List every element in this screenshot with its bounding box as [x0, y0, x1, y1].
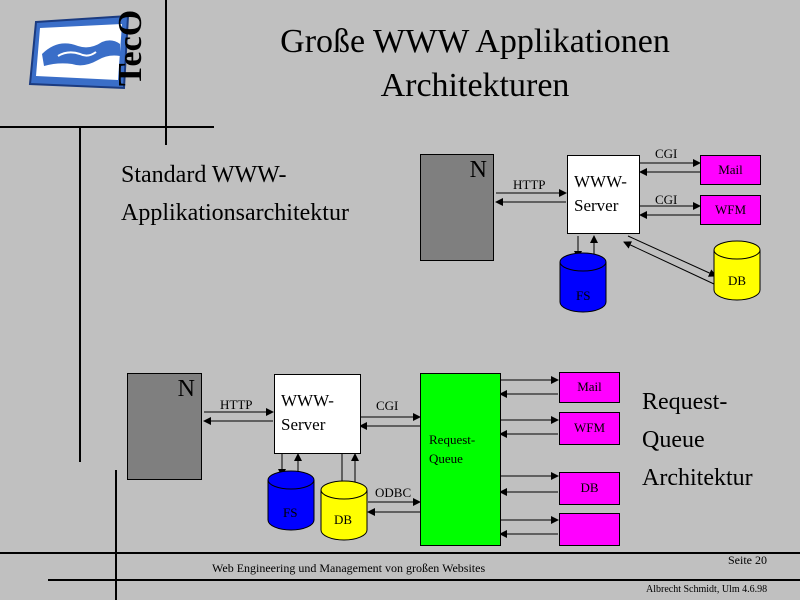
bottom-heading-line-2: Queue — [642, 427, 705, 453]
title-line-2: Architekturen — [380, 67, 570, 104]
bottom-db-box-label: DB — [580, 480, 599, 495]
top-server-line-2: Server — [574, 196, 619, 215]
top-cgi-label-2: CGI — [655, 192, 678, 207]
bottom-server-line-2: Server — [281, 415, 326, 434]
bottom-odbc-label: ODBC — [375, 485, 412, 500]
top-mail-label: Mail — [718, 162, 743, 177]
top-cgi-label-1: CGI — [655, 146, 678, 161]
top-http-label: HTTP — [513, 177, 546, 192]
page-label: Seite 20 — [728, 553, 767, 567]
bottom-fs-cylinder — [267, 470, 315, 531]
top-client-label: N — [469, 157, 487, 183]
queue-line-2: Queue — [429, 451, 463, 466]
top-db-label: DB — [728, 273, 747, 288]
footer-text: Web Engineering und Management von große… — [212, 561, 486, 575]
bottom-cgi-label: CGI — [376, 398, 399, 413]
bottom-diagram-heading: Request- Queue Architektur — [642, 383, 792, 497]
top-client-box: N — [420, 154, 494, 261]
top-mail-box: Mail — [700, 155, 761, 185]
bottom-fs-label: FS — [283, 505, 298, 520]
request-queue-box: Request- Queue — [420, 373, 501, 546]
teco-logo — [28, 14, 158, 90]
bottom-db-label: DB — [334, 512, 353, 527]
handshake-icon — [28, 14, 130, 90]
bottom-server-box: WWW- Server — [274, 374, 361, 454]
queue-line-1: Request- — [429, 432, 476, 447]
bottom-mail-box: Mail — [559, 372, 620, 403]
bottom-http-label: HTTP — [220, 397, 253, 412]
top-server-line-1: WWW- — [574, 172, 627, 191]
top-fs-cylinder — [559, 252, 607, 313]
top-fs-label: FS — [576, 288, 591, 303]
bottom-db-cylinder — [320, 480, 368, 541]
bottom-client-label: N — [177, 376, 195, 402]
top-diagram-heading: Standard WWW- Applikationsarchitektur — [121, 156, 411, 232]
top-heading-line-1: Standard WWW- — [121, 162, 287, 188]
bottom-heading-line-3: Architektur — [642, 465, 753, 491]
slide-title: Große WWW Applikationen Architekturen — [170, 20, 780, 108]
top-heading-line-2: Applikationsarchitektur — [121, 200, 349, 226]
bottom-client-box: N — [127, 373, 202, 480]
bottom-server-line-1: WWW- — [281, 391, 334, 410]
top-wfm-box: WFM — [700, 195, 761, 225]
bottom-heading-line-1: Request- — [642, 389, 728, 415]
top-db-cylinder — [713, 240, 761, 301]
author-line: Albrecht Schmidt, Ulm 4.6.98 — [646, 584, 768, 595]
title-line-1: Große WWW Applikationen — [280, 23, 670, 60]
bottom-wfm-label: WFM — [573, 420, 606, 435]
top-server-box: WWW- Server — [567, 155, 640, 234]
bottom-db-box: DB — [559, 472, 620, 505]
top-wfm-label: WFM — [714, 202, 747, 217]
bottom-wfm-box: WFM — [559, 412, 620, 445]
bottom-empty-box — [559, 513, 620, 546]
bottom-mail-label: Mail — [577, 379, 602, 394]
